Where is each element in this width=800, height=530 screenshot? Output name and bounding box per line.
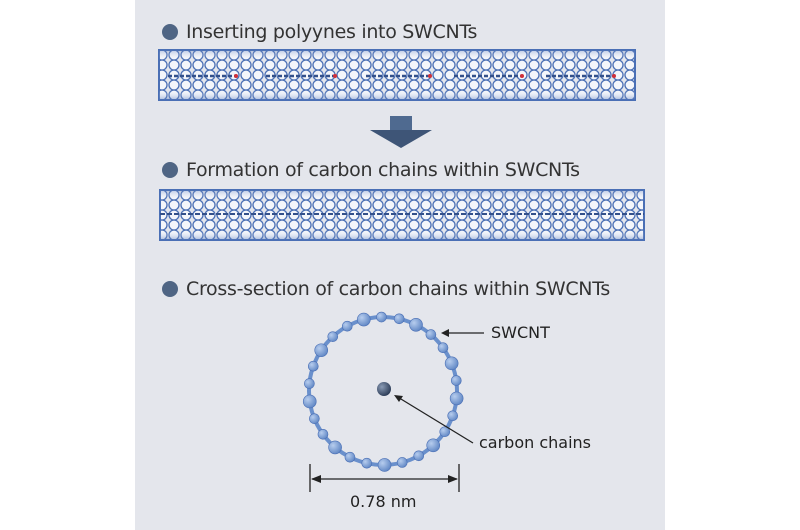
carbon-atom	[361, 457, 373, 469]
carbon-atom	[444, 356, 459, 371]
swcnt-label: SWCNT	[491, 323, 550, 342]
cross-section	[302, 311, 484, 492]
carbon-atom	[344, 451, 356, 463]
swcnt-atoms	[302, 311, 464, 472]
carbon-atom	[327, 331, 339, 342]
diameter-label: 0.78 nm	[350, 492, 417, 511]
down-arrow-icon	[370, 116, 432, 148]
carbon-atom	[341, 320, 353, 332]
carbon-atom	[426, 438, 441, 453]
polyyne-end	[428, 74, 432, 78]
heading-text: Formation of carbon chains within SWCNTs	[186, 159, 580, 181]
carbon-atom	[409, 317, 423, 332]
carbon-atom	[309, 413, 320, 424]
carbon-atom	[425, 329, 437, 340]
carbon-chain-dot	[377, 382, 391, 396]
heading-formation-chains: Formation of carbon chains within SWCNTs	[162, 159, 580, 181]
bullet-icon	[162, 281, 178, 297]
carbon-atom	[450, 375, 462, 386]
polyyne-molecules	[168, 74, 616, 78]
carbon-atom	[356, 312, 371, 327]
polyyne-end	[612, 74, 616, 78]
polyyne-end	[333, 74, 337, 78]
bullet-icon	[162, 24, 178, 40]
carbon-atom	[393, 313, 405, 325]
polyyne-end	[520, 74, 524, 78]
carbon-atom	[328, 440, 342, 455]
swcnt-with-carbon-chains	[159, 189, 645, 241]
carbon-atom	[377, 458, 392, 472]
carbon-atom	[447, 410, 459, 422]
heading-inserting-polyynes: Inserting polyynes into SWCNTs	[162, 21, 477, 43]
carbon-atom	[302, 394, 317, 409]
heading-cross-section: Cross-section of carbon chains within SW…	[162, 278, 610, 300]
carbon-atom	[437, 342, 449, 354]
swcnt-with-polyynes	[158, 49, 636, 101]
bullet-icon	[162, 162, 178, 178]
carbon-atom	[304, 378, 315, 389]
heading-text: Inserting polyynes into SWCNTs	[186, 21, 478, 43]
carbon-atom	[439, 426, 451, 438]
carbon-atom	[376, 311, 387, 323]
carbon-atom	[449, 391, 464, 406]
carbon-atom	[307, 360, 319, 372]
carbon-atom	[413, 450, 425, 462]
chain-pointer-arrow	[395, 395, 474, 444]
carbon-atom	[317, 428, 329, 440]
carbon-atom	[396, 457, 408, 468]
carbon-atom	[314, 343, 329, 358]
heading-text: Cross-section of carbon chains within SW…	[186, 278, 610, 300]
polyyne-end	[234, 74, 238, 78]
carbon-chains-label: carbon chains	[479, 433, 592, 452]
